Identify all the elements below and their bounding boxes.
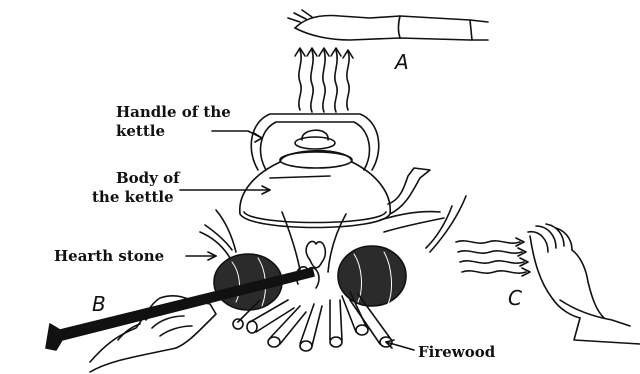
body-label-line2: the kettle	[92, 189, 174, 206]
label-b: B	[92, 292, 106, 316]
label-a: A	[395, 50, 409, 74]
hand-c	[528, 224, 640, 344]
hand-a	[288, 10, 488, 40]
hearth-stone-label: Hearth stone	[54, 248, 164, 265]
kettle-spout	[388, 168, 430, 214]
hearth-stones	[214, 246, 406, 310]
handle-label-line1: Handle of the	[116, 104, 231, 121]
body-label-line1: Body of	[116, 170, 180, 187]
handle-label-line2: kettle	[116, 123, 165, 140]
label-c: C	[508, 286, 522, 310]
kettle-lid	[280, 130, 352, 168]
firewood-label: Firewood	[418, 344, 495, 361]
heat-arrows-up	[295, 48, 353, 112]
heat-arrows-right	[456, 238, 530, 276]
kettle-handle	[251, 114, 379, 170]
kettle-body	[240, 162, 390, 228]
